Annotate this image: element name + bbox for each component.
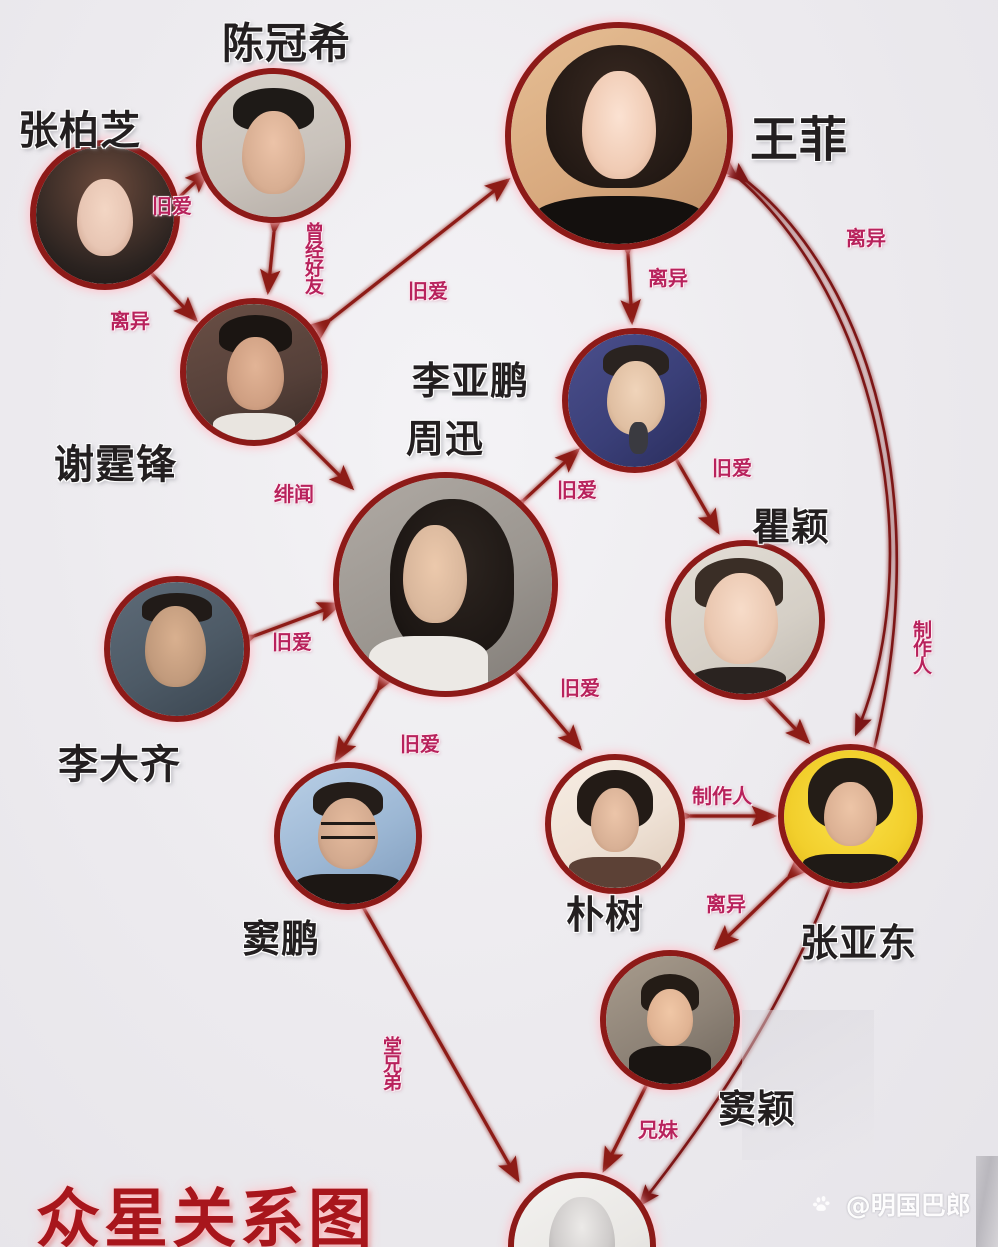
face-zhou-xun	[402, 524, 467, 623]
mic-li-yapeng	[629, 421, 648, 454]
relation-label-liyi-4: 离异	[706, 892, 746, 916]
name-label-chen-guanxi: 陈冠希	[222, 19, 352, 68]
node-li-yapeng[interactable]	[562, 328, 707, 473]
node-photo-pu-shu	[551, 760, 679, 888]
relation-label-jiuai-6: 旧爱	[560, 676, 600, 700]
name-label-qu-ying: 瞿颖	[752, 505, 831, 549]
edge-chenguanxi-xietingfeng	[260, 208, 287, 296]
node-qu-ying[interactable]	[665, 540, 825, 700]
relation-label-jiuai-1: 旧爱	[152, 194, 192, 218]
node-zhang-yadong[interactable]	[778, 744, 923, 889]
relation-label-jiuai-7: 旧爱	[400, 732, 440, 756]
name-label-zhou-xun: 周迅	[406, 417, 485, 461]
relation-label-feiwen: 绯闻	[274, 482, 314, 506]
relation-label-tangxiongdi: 堂兄弟	[380, 1036, 402, 1090]
page-edge	[976, 1156, 998, 1247]
name-label-pu-shu: 朴树	[566, 893, 645, 937]
face-xie-tingfeng	[226, 336, 284, 411]
name-label-li-daqi: 李大齐	[58, 742, 181, 788]
node-photo-zhou-xun	[339, 478, 552, 691]
node-photo-bottom-elder	[514, 1178, 650, 1247]
name-label-xie-tingfeng: 谢霆锋	[54, 442, 177, 488]
collar-qu-ying	[691, 667, 787, 694]
face-wang-fei	[582, 71, 656, 180]
shirt-xie-tingfeng	[213, 412, 295, 440]
face-zhang-yadong	[823, 781, 878, 846]
glasses-dou-peng	[320, 822, 376, 840]
relation-label-zhizuoren-1: 制作人	[692, 784, 752, 808]
face-bottom-elder	[549, 1197, 615, 1247]
edge-zhangbozhi-xietingfeng	[129, 250, 199, 323]
relation-label-liyi-2: 离异	[648, 266, 688, 290]
node-li-daqi[interactable]	[104, 576, 250, 722]
name-label-wang-fei: 王菲	[750, 112, 849, 168]
relation-label-liyi-1: 离异	[110, 309, 150, 333]
shirt-zhou-xun	[368, 635, 489, 691]
relation-label-xiongmei: 兄妹	[638, 1118, 678, 1142]
name-label-zhang-bozhi: 张柏芝	[18, 108, 141, 154]
node-photo-zhang-yadong	[784, 750, 917, 883]
node-photo-wang-fei	[511, 28, 727, 244]
node-photo-li-daqi	[110, 582, 244, 716]
suit-zhang-yadong	[802, 853, 899, 883]
edge-quying-zhangyadong	[737, 668, 811, 745]
node-photo-li-yapeng	[568, 334, 701, 467]
baidu-paw-icon	[812, 1193, 834, 1221]
edge-zhouxun-doupeng	[334, 665, 399, 763]
relation-label-jiuai-3: 旧爱	[557, 478, 597, 502]
face-dou-ying	[646, 989, 694, 1046]
node-photo-qu-ying	[671, 546, 819, 694]
node-photo-dou-ying	[606, 956, 734, 1084]
relation-label-cengjinghaoyou: 曾经好友	[302, 222, 324, 294]
watermark-handle: @明国巴郎	[845, 1191, 971, 1220]
node-dou-ying[interactable]	[600, 950, 740, 1090]
name-label-li-yapeng: 李亚鹏	[412, 359, 530, 403]
relation-label-liyi-3: 离异	[846, 226, 886, 250]
node-photo-xie-tingfeng	[186, 304, 322, 440]
face-qu-ying	[703, 572, 778, 665]
node-photo-chen-guanxi	[202, 74, 345, 217]
relation-label-jiuai-5: 旧爱	[272, 630, 312, 654]
shoulders-wang-fei	[532, 196, 706, 244]
name-label-zhang-yadong: 张亚东	[800, 921, 918, 965]
node-chen-guanxi[interactable]	[196, 68, 351, 223]
node-photo-dou-peng	[280, 768, 416, 904]
face-dou-peng	[318, 797, 378, 869]
face-li-daqi	[144, 606, 207, 687]
node-bottom-elder[interactable]	[508, 1172, 656, 1247]
node-zhou-xun[interactable]	[333, 472, 558, 697]
face-zhang-bozhi	[77, 179, 133, 257]
face-chen-guanxi	[242, 111, 305, 195]
node-wang-fei[interactable]	[505, 22, 733, 250]
diagram-title: 众星关系图	[36, 1183, 376, 1247]
edge-wangfei-liyapeng	[616, 231, 641, 326]
relation-label-zhizuoren-2: 制作人	[910, 620, 932, 674]
node-xie-tingfeng[interactable]	[180, 298, 328, 446]
relation-label-jiuai-2: 旧爱	[408, 279, 448, 303]
coat-dou-ying	[629, 1045, 711, 1084]
name-label-dou-peng: 窦鹏	[242, 917, 321, 961]
relation-label-jiuai-4: 旧爱	[712, 456, 752, 480]
name-label-dou-ying: 窦颖	[718, 1087, 797, 1131]
node-dou-peng[interactable]	[274, 762, 422, 910]
face-pu-shu	[590, 788, 640, 853]
node-pu-shu[interactable]	[545, 754, 685, 894]
suit-dou-peng	[296, 874, 400, 904]
watermark: @明国巴郎	[812, 1186, 971, 1222]
